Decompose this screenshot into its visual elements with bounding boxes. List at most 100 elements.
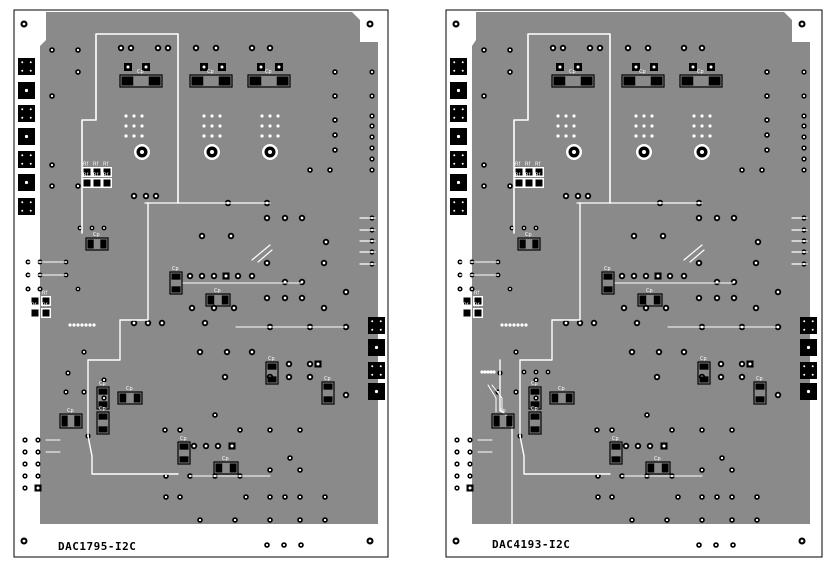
small-via: [202, 124, 206, 128]
via-drill: [194, 46, 198, 50]
via-drill: [740, 375, 744, 379]
resistor-footprint: Rf: [473, 303, 483, 318]
square-pad-drill: [230, 444, 234, 448]
via-drill: [455, 450, 459, 454]
via-drill: [522, 370, 526, 374]
via-drill: [482, 163, 486, 167]
connector-thermal-dot: [453, 154, 456, 157]
small-via: [524, 323, 528, 327]
capacitor-pad: [755, 383, 765, 390]
square-pad-drill: [144, 65, 148, 69]
square-pad-drill: [468, 486, 472, 490]
via-drill: [144, 194, 148, 198]
resistor-designator: Rf: [103, 162, 108, 168]
via-drill: [36, 462, 40, 466]
capacitor-pad: [647, 463, 655, 473]
mounting-drill: [700, 150, 704, 154]
via-drill: [265, 543, 269, 547]
via-drill: [482, 94, 486, 98]
capacitor-outline: [265, 361, 279, 385]
capacitor-pad: [532, 239, 539, 249]
via-drill: [198, 518, 202, 522]
via-drill: [23, 438, 27, 442]
via-drill: [802, 168, 806, 172]
connector-thermal-dot: [811, 373, 814, 376]
resistor-designator: Rf: [525, 162, 530, 168]
via-drill: [282, 543, 286, 547]
via-drill: [455, 438, 459, 442]
small-via: [480, 370, 484, 374]
capacitor-designator: Cp: [324, 376, 331, 382]
capacitor-pad: [98, 388, 108, 395]
via-drill: [776, 290, 780, 294]
connector-thermal-dot: [803, 373, 806, 376]
via-drill: [298, 518, 302, 522]
via-drill: [632, 274, 636, 278]
resistor-designator: Rf: [535, 173, 540, 179]
capacitor-pad: [553, 76, 566, 86]
connector-block-drill: [374, 345, 379, 350]
small-via: [124, 124, 128, 128]
via-drill: [534, 226, 538, 230]
capacitor-footprint: Cp: [549, 386, 575, 405]
square-pad-drill: [126, 65, 130, 69]
resistor-pad: [515, 179, 523, 187]
connector-block-drill: [456, 180, 461, 185]
via-drill: [223, 375, 227, 379]
via-drill: [682, 46, 686, 50]
via-drill: [576, 194, 580, 198]
copper-trace: [491, 384, 503, 413]
via-drill: [564, 194, 568, 198]
capacitor-footprint: Cp: [59, 408, 83, 429]
connector-block-drill: [806, 345, 811, 350]
corner-mount-drill: [800, 22, 804, 26]
capacitor-pad: [148, 76, 161, 86]
capacitor-pad: [171, 286, 181, 293]
small-via: [76, 323, 80, 327]
capacitor-footprint: Cp: [753, 376, 767, 405]
via-drill: [344, 393, 348, 397]
small-via: [72, 323, 76, 327]
resistor-pad: [535, 179, 543, 187]
small-via: [140, 124, 144, 128]
capacitor-designator: Cp: [525, 232, 532, 238]
resistor-designator: Rf: [42, 291, 47, 297]
small-via: [700, 124, 704, 128]
via-drill: [630, 518, 634, 522]
capacitor-outline: [609, 441, 623, 465]
capacitor-footprint: Cp: [96, 381, 110, 410]
connector-block-pad: [368, 317, 385, 334]
small-via: [202, 134, 206, 138]
square-pad-drill: [558, 65, 562, 69]
via-drill: [287, 375, 291, 379]
resistor-pad: [93, 168, 101, 176]
capacitor-designator: Cp: [222, 456, 229, 462]
small-via: [708, 114, 712, 118]
capacitor-footprint: Cp: [265, 356, 279, 385]
capacitor-designator: Cp: [126, 386, 133, 392]
via-drill: [508, 184, 512, 188]
capacitor-pad: [493, 415, 500, 427]
capacitor-outline: [247, 74, 291, 88]
corner-mount-drill: [368, 22, 372, 26]
mounting-drill: [642, 150, 646, 154]
resistor-designator: Rf: [515, 173, 520, 179]
via-drill: [333, 148, 337, 152]
connector-thermal-dot: [803, 320, 806, 323]
via-drill: [156, 46, 160, 50]
resistor-footprint: Rf: [524, 173, 534, 188]
via-drill: [370, 94, 374, 98]
via-drill: [212, 306, 216, 310]
connector-thermal-dot: [811, 365, 814, 368]
capacitor-outline: [637, 293, 663, 307]
via-drill: [514, 350, 518, 354]
resistor-designator: Rf: [474, 303, 479, 309]
small-via: [634, 124, 638, 128]
connector-thermal-dot: [371, 320, 374, 323]
connector-block-drill: [456, 134, 461, 139]
via-drill: [630, 350, 634, 354]
connector-block-pad: [18, 151, 35, 168]
via-drill: [200, 274, 204, 278]
